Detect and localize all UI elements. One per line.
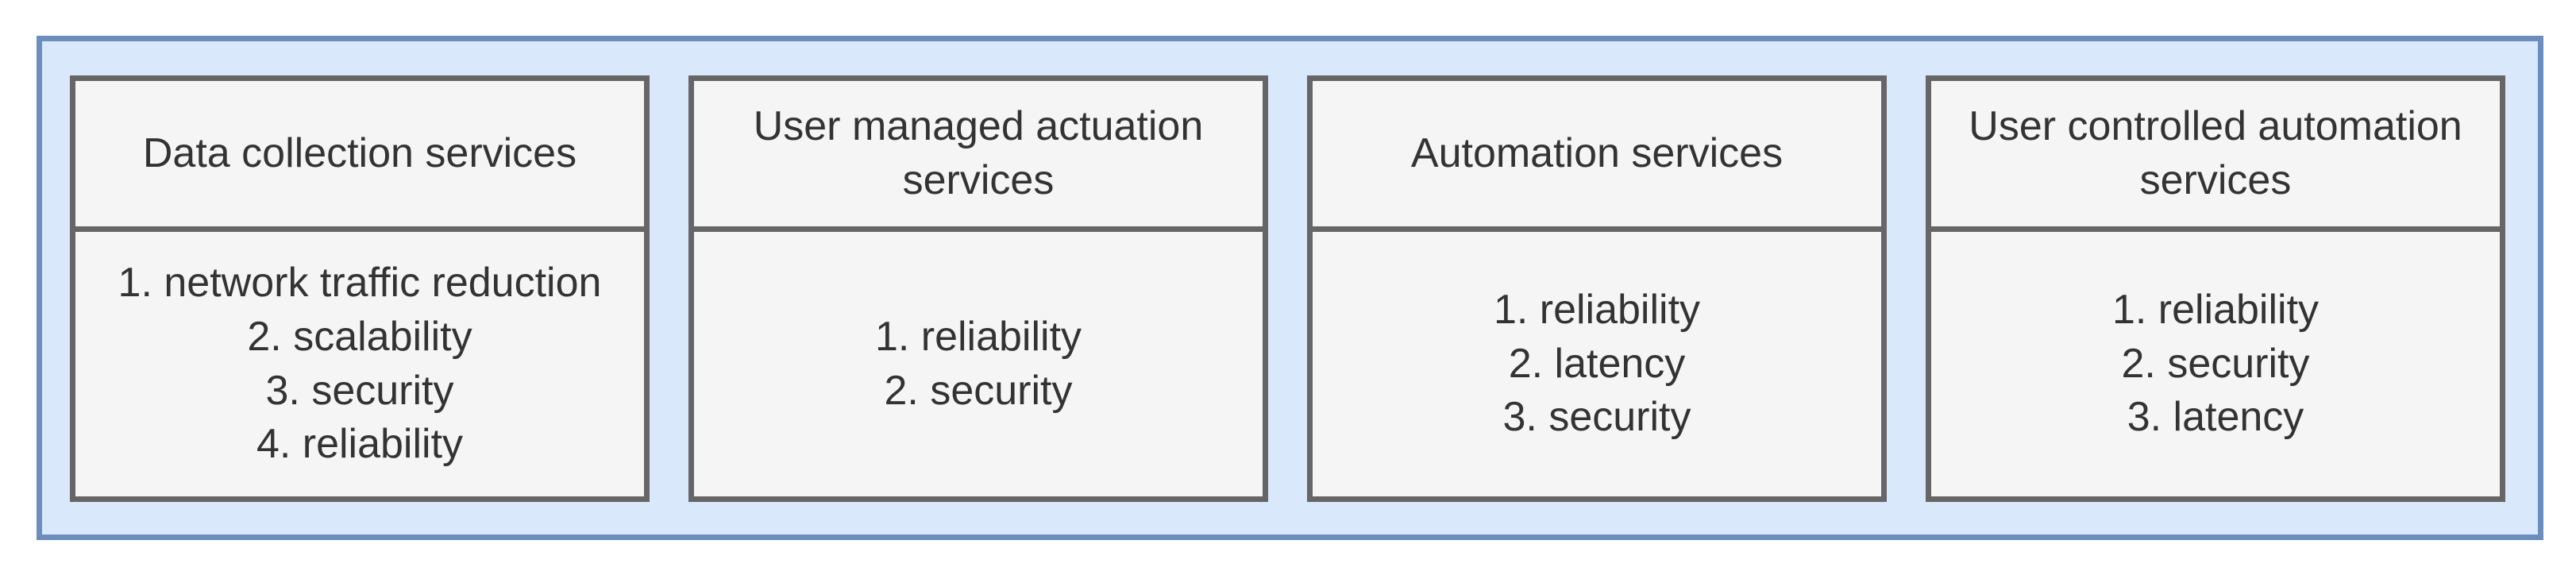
feature-item: 3. security — [265, 367, 454, 414]
feature-item: 1. reliability — [2111, 287, 2320, 334]
feature-list: 1. reliability 2. latency 3. security — [1313, 232, 1881, 496]
feature-list: 1. reliability 2. security 3. latency — [1931, 232, 2500, 496]
service-box-user-controlled-automation: User controlled automation services 1. r… — [1926, 75, 2505, 502]
feature-list: 1. reliability 2. security — [694, 232, 1263, 496]
feature-item: 2. security — [2121, 340, 2310, 387]
feature-item: 1. reliability — [874, 313, 1082, 360]
feature-item: 1. network traffic reduction — [118, 260, 602, 307]
feature-item: 3. security — [1502, 394, 1691, 441]
feature-item: 2. scalability — [247, 313, 472, 360]
feature-item: 1. reliability — [1493, 287, 1701, 334]
box-title: Data collection services — [75, 81, 644, 232]
feature-item: 4. reliability — [256, 421, 464, 468]
services-panel: Data collection services 1. network traf… — [37, 36, 2543, 540]
box-title: User controlled automation services — [1931, 81, 2500, 232]
feature-item: 2. latency — [1508, 340, 1686, 387]
service-box-data-collection: Data collection services 1. network traf… — [70, 75, 650, 502]
service-box-automation: Automation services 1. reliability 2. la… — [1307, 75, 1887, 502]
box-title: User managed actuation services — [694, 81, 1263, 232]
box-title: Automation services — [1313, 81, 1881, 232]
feature-item: 2. security — [884, 367, 1073, 414]
feature-list: 1. network traffic reduction 2. scalabil… — [75, 232, 644, 496]
service-box-user-managed-actuation: User managed actuation services 1. relia… — [688, 75, 1268, 502]
feature-item: 3. latency — [2127, 394, 2304, 441]
